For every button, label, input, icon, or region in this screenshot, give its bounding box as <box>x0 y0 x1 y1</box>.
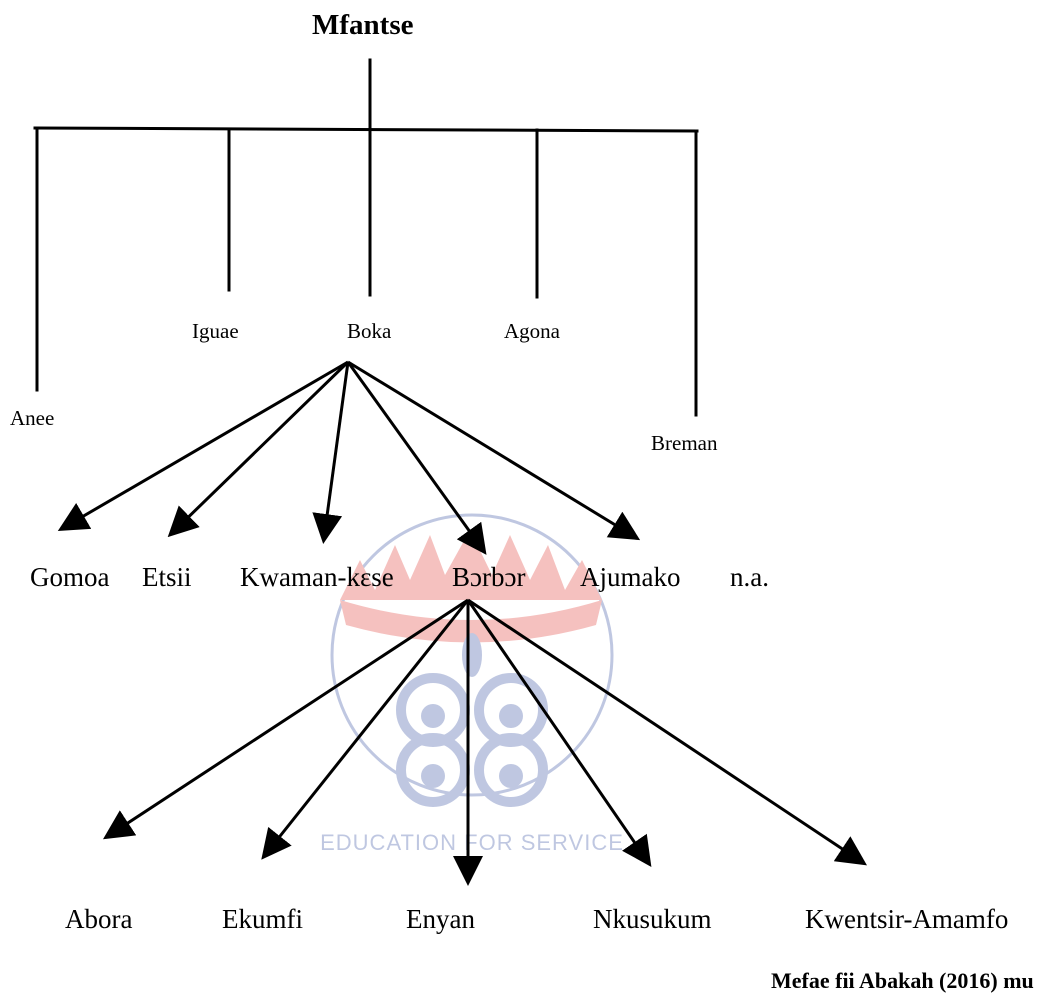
source-caption: Mefae fii Abakah (2016) mu <box>771 968 1034 993</box>
node-borbor: Bɔrbɔr <box>452 562 526 592</box>
arrow-borbor-ekumfi <box>261 599 470 860</box>
seal-motto: EDUCATION FOR SERVICE <box>320 830 624 855</box>
node-breman: Breman <box>651 431 718 455</box>
node-etsii: Etsii <box>142 562 192 592</box>
arrow-borbor-kwentsir <box>467 598 867 866</box>
arrow-boka-kwaman <box>312 361 350 544</box>
node-anee: Anee <box>10 406 55 430</box>
arrow-boka-gomoa <box>57 360 349 532</box>
node-gomoa: Gomoa <box>30 562 110 592</box>
node-iguae: Iguae <box>192 319 239 343</box>
seal-sunburst-lower <box>340 600 602 643</box>
node-ajumako: Ajumako <box>580 562 681 592</box>
seal-outer-ring <box>330 513 614 797</box>
node-boka: Boka <box>347 319 392 343</box>
arrow-boka-borbor <box>346 361 487 555</box>
node-abora: Abora <box>65 904 133 934</box>
arrow-borbor-nkusukum <box>466 599 652 867</box>
root-title: Mfantse <box>312 9 414 41</box>
root-bar <box>33 126 699 133</box>
arrow-boka-ajumako <box>347 360 641 541</box>
seal-sunburst <box>340 530 602 600</box>
node-nkusukum: Nkusukum <box>593 904 712 934</box>
node-na: n.a. <box>730 562 769 592</box>
arrow-boka-etsii <box>167 360 350 538</box>
node-ekumfi: Ekumfi <box>222 904 303 934</box>
arrow-borbor-abora <box>102 598 469 840</box>
node-kwentsir-amamfo: Kwentsir-Amamfo <box>805 904 1009 934</box>
node-kwaman-kese: Kwaman-kɛse <box>240 562 394 592</box>
node-enyan: Enyan <box>406 904 475 934</box>
node-agona: Agona <box>504 319 560 343</box>
